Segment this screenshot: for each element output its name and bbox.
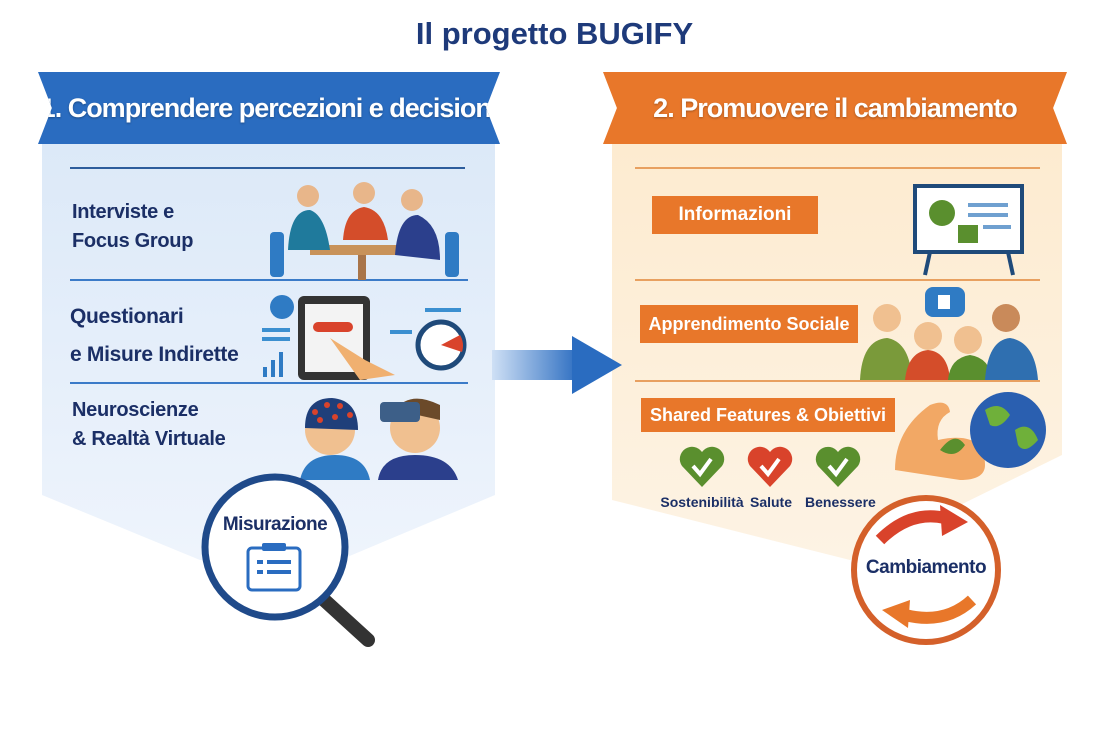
goal-label: Sostenibilità: [660, 494, 744, 510]
presentation-board-illustration: [913, 184, 1024, 276]
left-section-banner: 1. Comprendere percezioni e decisioni: [38, 72, 500, 144]
social-learning-label: Apprendimento Sociale: [640, 305, 858, 343]
social-group-illustration: [860, 287, 1038, 380]
arrow-right-icon: [492, 336, 622, 394]
row-label: Interviste e: [72, 201, 175, 223]
cycle-arrows-icon: [851, 495, 1001, 645]
row-label: Focus Group: [72, 230, 194, 252]
magnifier-icon: [201, 473, 375, 647]
goal-label: Benessere: [805, 494, 876, 510]
row-label: Questionari: [70, 305, 184, 328]
row-label: Neuroscienze: [72, 399, 199, 421]
heart-check-icon: [815, 446, 861, 487]
clipboard-icon: [246, 543, 302, 592]
goal-label: Salute: [749, 494, 792, 510]
row-label: & Realtà Virtuale: [72, 428, 226, 450]
arm-globe-illustration: [895, 392, 1046, 480]
shared-features-label: Shared Features & Obiettivi: [641, 398, 895, 432]
eeg-vr-illustration: [300, 398, 458, 480]
left-row-neuroscience: Neuroscienze & Realtà Virtuale: [72, 396, 226, 454]
row-label: e Misure Indirette: [70, 343, 239, 366]
measurement-badge-label: Misurazione: [222, 514, 328, 535]
right-section-banner: 2. Promuovere il cambiamento: [603, 72, 1067, 144]
heart-check-icon: [679, 446, 725, 487]
page-title: Il progetto BUGIFY: [415, 16, 694, 51]
tablet-survey-illustration: [262, 295, 467, 380]
info-label: Informazioni: [652, 196, 818, 234]
focus-group-illustration: [270, 182, 459, 280]
left-row-interviews: Interviste e Focus Group: [72, 198, 193, 256]
change-badge-label: Cambiamento: [865, 557, 987, 578]
heart-check-icon: [747, 446, 793, 487]
left-row-questionnaires: Questionari e Misure Indirette: [70, 298, 239, 374]
